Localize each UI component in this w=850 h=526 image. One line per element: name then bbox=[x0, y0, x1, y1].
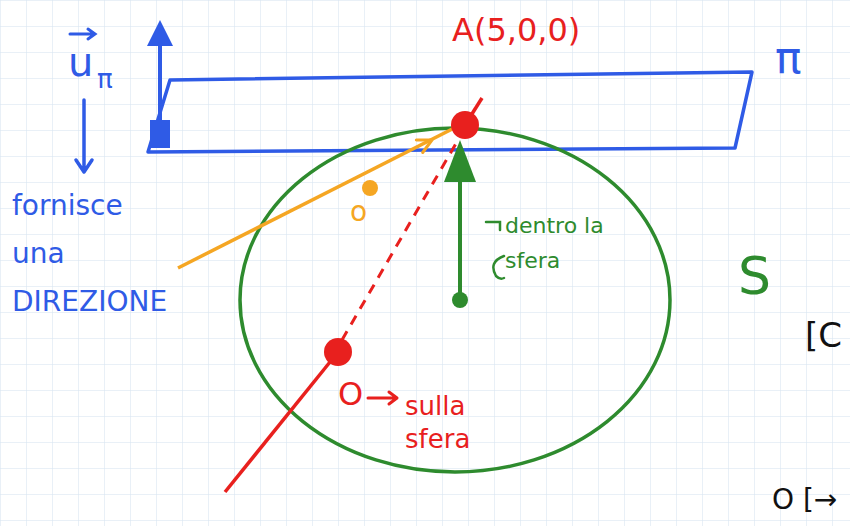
note: fornisce una DIREZIONE bbox=[12, 182, 172, 326]
plane-name: π bbox=[775, 36, 802, 80]
sphere-name: S bbox=[738, 250, 771, 302]
point-label: o bbox=[350, 198, 367, 226]
cut-text: [C bbox=[805, 318, 842, 352]
vector-sign bbox=[70, 29, 95, 39]
green-bracket bbox=[486, 222, 504, 279]
blue-arrow bbox=[76, 100, 92, 172]
normal-vector bbox=[158, 40, 162, 148]
point-a bbox=[451, 111, 479, 139]
point-label: O bbox=[338, 378, 363, 410]
vector-name: u bbox=[68, 42, 93, 82]
orange-line bbox=[178, 120, 470, 268]
cut-text: O [→ bbox=[772, 486, 837, 514]
radius-arrowhead bbox=[444, 140, 476, 182]
radius-arrow bbox=[458, 182, 462, 300]
point-o bbox=[324, 338, 352, 366]
point-label: A(5,0,0) bbox=[452, 14, 580, 46]
orange-point bbox=[362, 180, 378, 196]
normal-arrowhead bbox=[147, 20, 173, 46]
orange-arrowhead bbox=[416, 140, 432, 153]
sphere-outline bbox=[240, 128, 670, 472]
note: sulla sfera bbox=[405, 390, 500, 455]
red-arrow bbox=[368, 392, 397, 404]
note: dentro la sfera bbox=[505, 208, 610, 278]
red-dashed-line bbox=[342, 140, 458, 340]
plane-outline bbox=[148, 72, 752, 152]
vector-subscript: π bbox=[97, 66, 113, 92]
red-line bbox=[225, 362, 330, 492]
